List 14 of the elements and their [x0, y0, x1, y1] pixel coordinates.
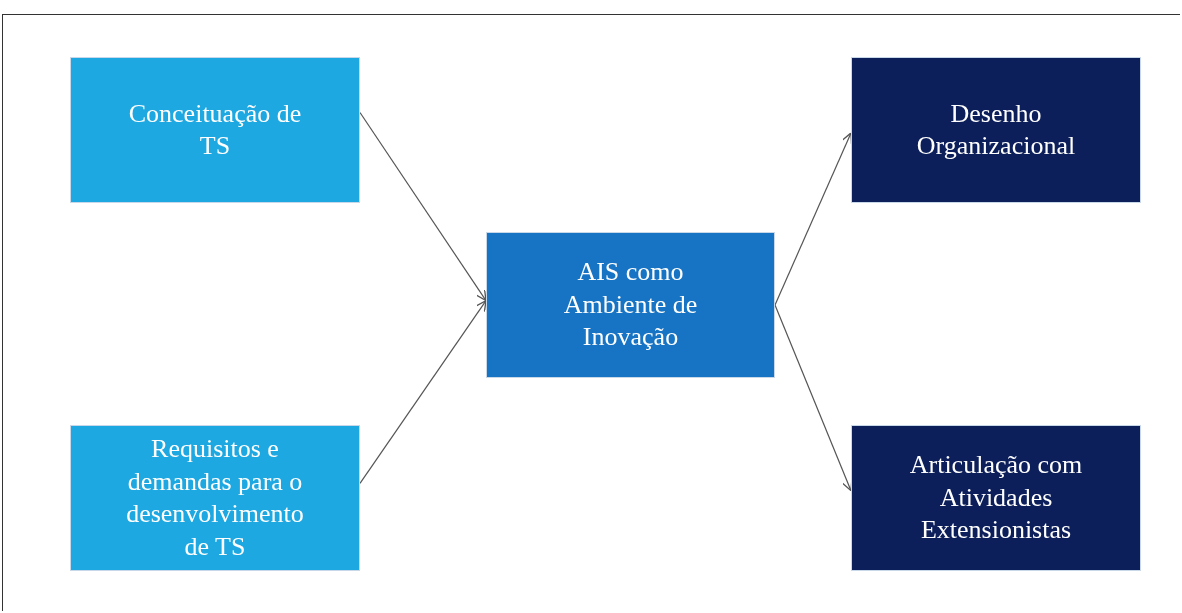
arrow [774, 132, 853, 306]
process-box [851, 57, 1141, 203]
arrow [359, 299, 487, 484]
box-label: Articulação com Atividades Extensionistas [908, 449, 1084, 547]
process-box [851, 425, 1141, 571]
process-box [70, 57, 360, 203]
process-box [486, 232, 775, 378]
box-label: Conceituação de TS [127, 97, 303, 162]
box-label: AIS como Ambiente de Inovação [562, 256, 699, 354]
box-label: Desenho Organizacional [915, 97, 1077, 162]
arrow [774, 304, 853, 492]
process-box [70, 425, 360, 571]
box-label: Requisitos e demandas para o desenvolvimento de TS [125, 433, 305, 563]
arrow [359, 111, 487, 302]
